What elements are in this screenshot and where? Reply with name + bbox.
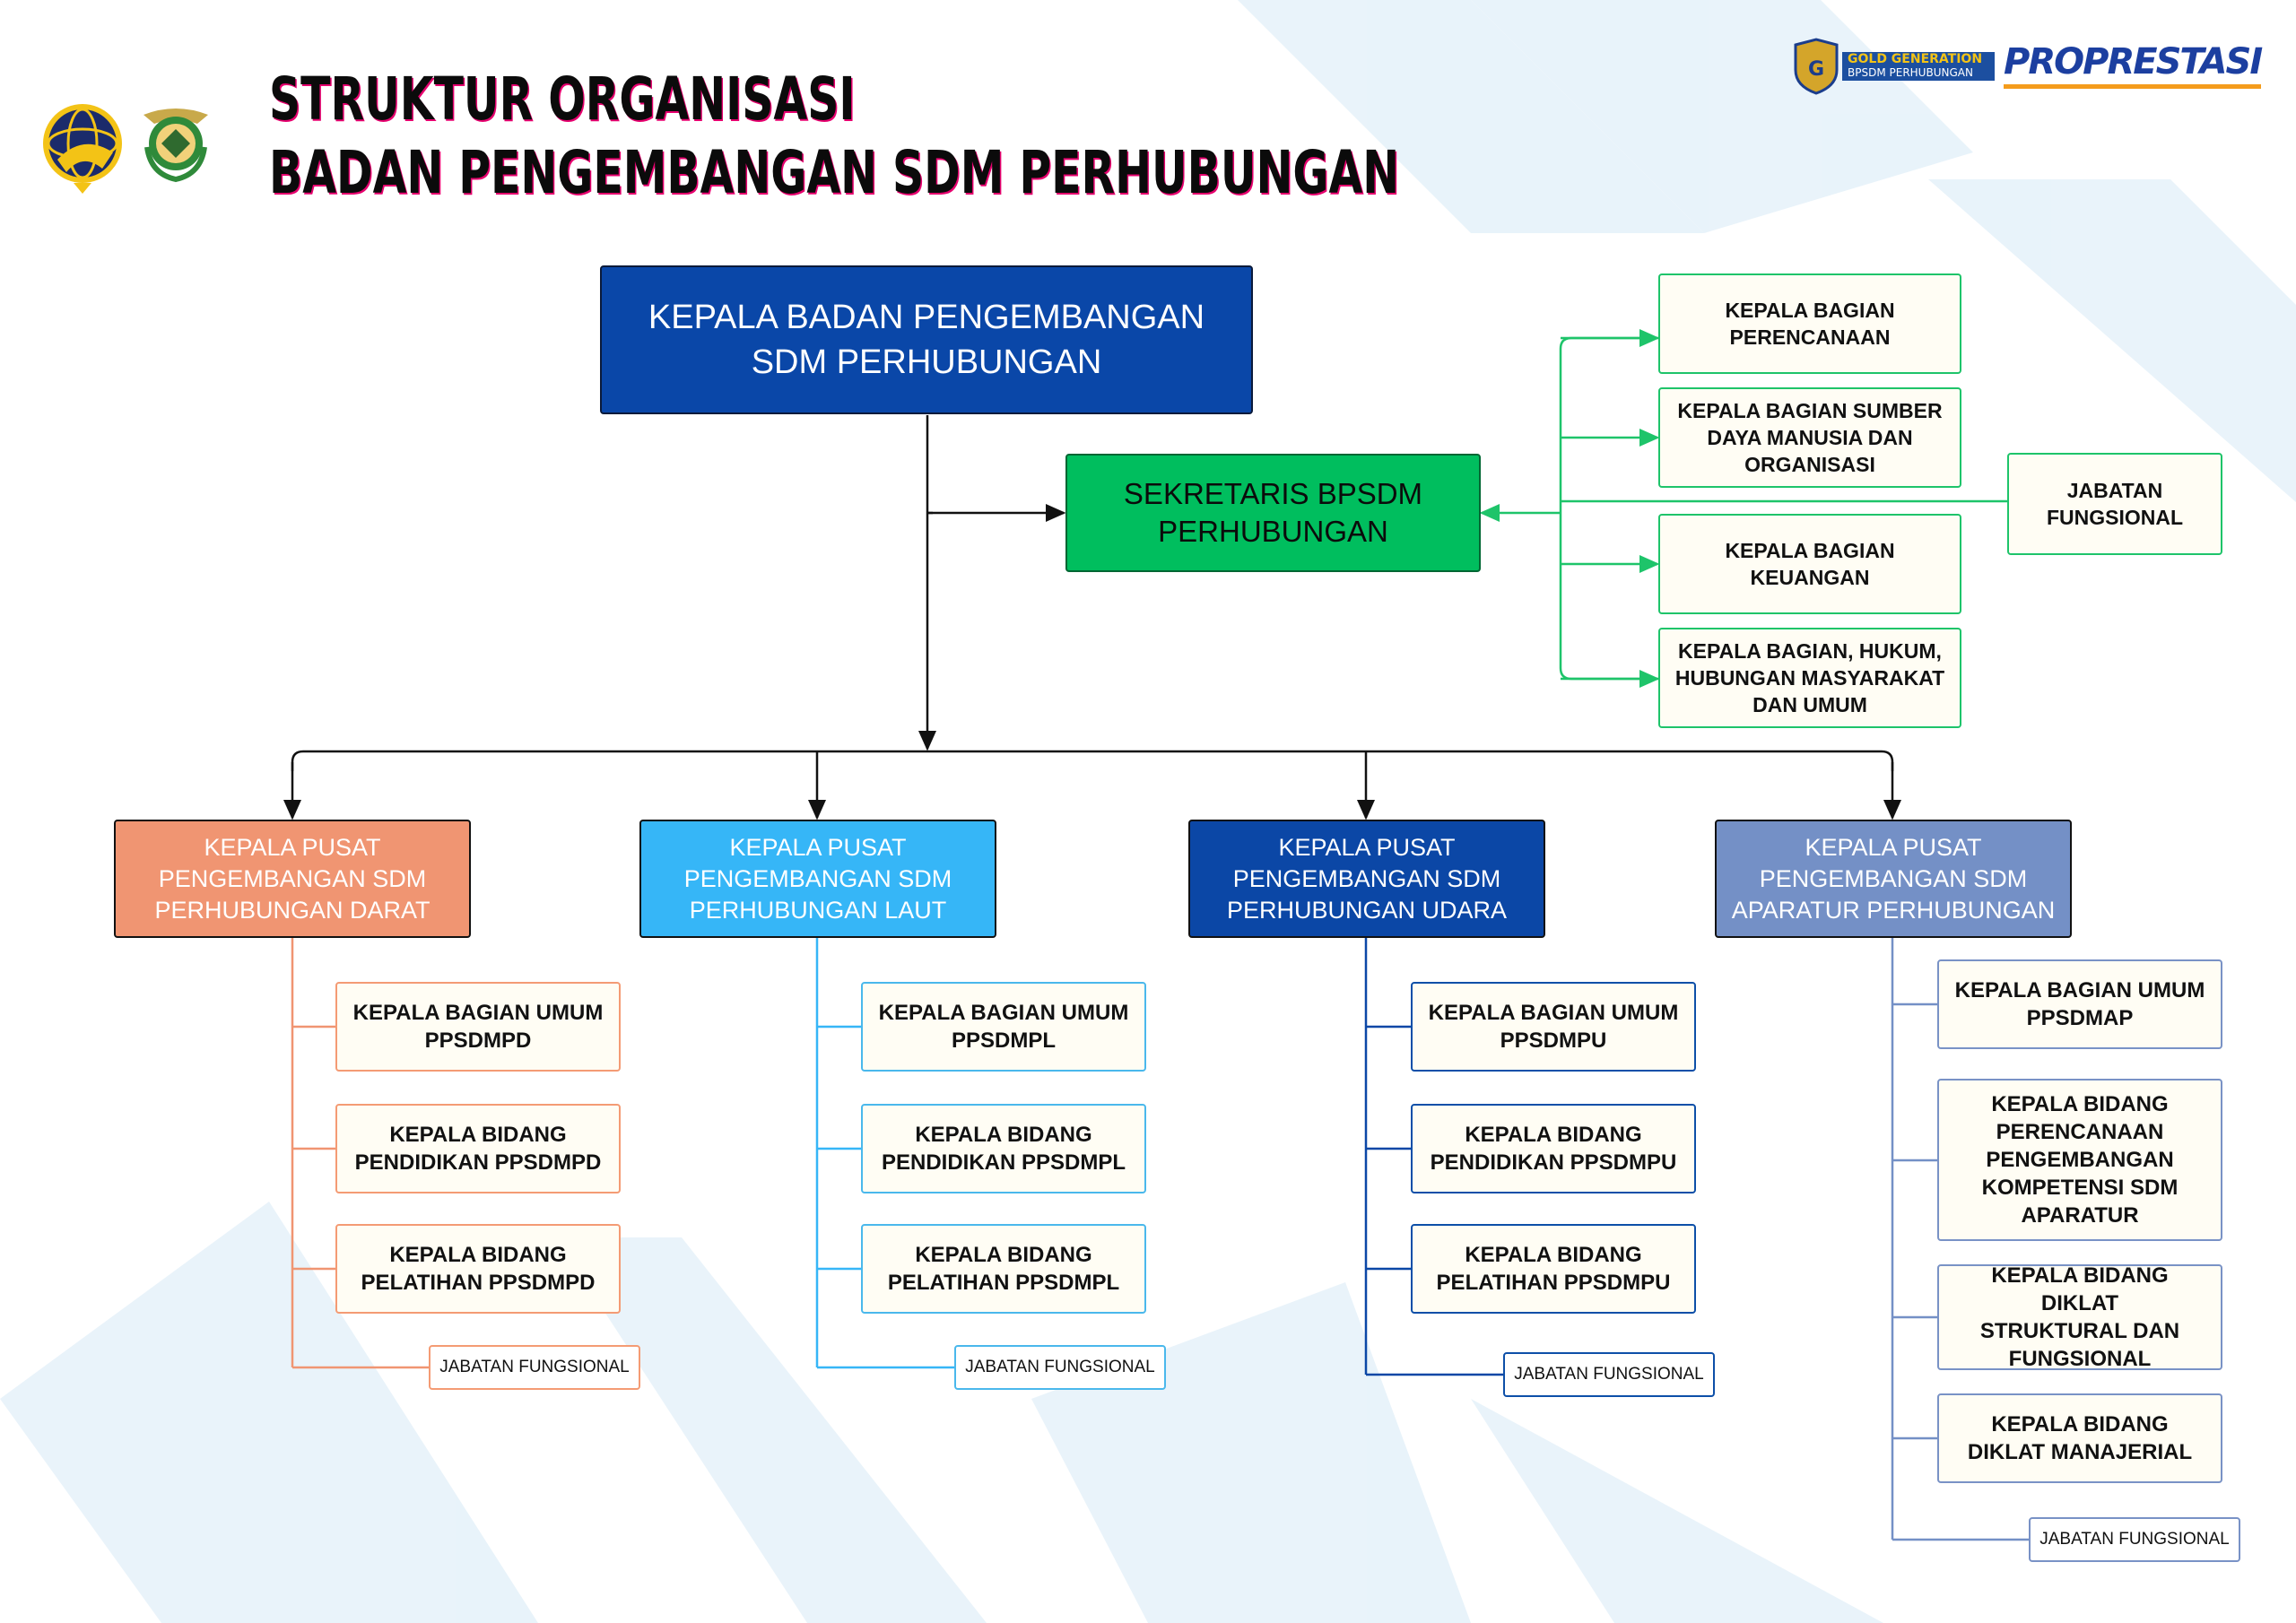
kemenhub-logo [43, 104, 122, 194]
darat-unit-pelatihan: KEPALA BIDANG PELATIHAN PPSDMPD [335, 1224, 621, 1314]
darat-unit-umum: KEPALA BAGIAN UMUM PPSDMPD [335, 982, 621, 1072]
udara-unit-pendidikan: KEPALA BIDANG PENDIDIKAN PPSDMPU [1411, 1104, 1696, 1193]
laut-jabatan-fungsional: JABATAN FUNGSIONAL [954, 1345, 1166, 1390]
aparatur-unit-diklat-struktural: KEPALA BIDANG DIKLAT STRUKTURAL DAN FUNG… [1937, 1263, 2222, 1371]
sekretariat-unit-perencanaan: KEPALA BAGIAN PERENCANAAN [1658, 273, 1961, 374]
unit-label: KEPALA BAGIAN UMUM PPSDMAP [1954, 978, 2205, 1030]
unit-label: KEPALA BAGIAN UMUM PPSDMPU [1428, 1001, 1679, 1053]
gold-generation-logo: G GOLD GENERATION BPSDM PERHUBUNGAN [1792, 38, 1995, 95]
unit-label: KEPALA BIDANG PELATIHAN PPSDMPD [361, 1243, 596, 1295]
aparatur-unit-diklat-manajerial: KEPALA BIDANG DIKLAT MANAJERIAL [1937, 1393, 2222, 1483]
darat-unit-pendidikan: KEPALA BIDANG PENDIDIKAN PPSDMPD [335, 1104, 621, 1193]
unit-label: KEPALA BIDANG PELATIHAN PPSDMPL [887, 1243, 1120, 1295]
jabatan-fungsional-label: JABATAN FUNGSIONAL [439, 1357, 630, 1376]
head-box: KEPALA BADAN PENGEMBANGAN SDM PERHUBUNGA… [600, 265, 1253, 414]
sekretariat-unit-label: KEPALA BAGIAN, HUKUM, HUBUNGAN MASYARAKA… [1674, 639, 1945, 716]
laut-unit-pelatihan: KEPALA BIDANG PELATIHAN PPSDMPL [861, 1224, 1146, 1314]
pusat-label: KEPALA PUSAT PENGEMBANGAN SDM PERHUBUNGA… [683, 833, 952, 924]
pusat-laut-box: KEPALA PUSAT PENGEMBANGAN SDM PERHUBUNGA… [639, 820, 996, 938]
unit-label: KEPALA BIDANG PENDIDIKAN PPSDMPD [354, 1123, 602, 1175]
gg-shield-icon: G [1794, 38, 1839, 95]
sekretariat-unit-keuangan: KEPALA BAGIAN KEUANGAN [1658, 514, 1961, 614]
pusat-udara-box: KEPALA PUSAT PENGEMBANGAN SDM PERHUBUNGA… [1188, 820, 1545, 938]
sekretaris-label: SEKRETARIS BPSDM PERHUBUNGAN [1123, 477, 1423, 548]
title-line-2: BADAN PENGEMBANGAN SDM PERHUBUNGAN [269, 138, 1400, 207]
unit-label: KEPALA BIDANG PENDIDIKAN PPSDMPL [881, 1123, 1126, 1175]
aparatur-unit-perencanaan: KEPALA BIDANG PERENCANAAN PENGEMBANGAN K… [1937, 1079, 2222, 1241]
pusat-bus-line [291, 750, 1894, 771]
unit-label: KEPALA BAGIAN UMUM PPSDMPL [878, 1001, 1129, 1053]
head-label: KEPALA BADAN PENGEMBANGAN SDM PERHUBUNGA… [648, 299, 1205, 381]
svg-text:G: G [1808, 58, 1824, 81]
pusat-label: KEPALA PUSAT PENGEMBANGAN SDM PERHUBUNGA… [154, 833, 430, 924]
unit-label: KEPALA BIDANG DIKLAT MANAJERIAL [1967, 1412, 2193, 1464]
jabatan-fungsional-label: JABATAN FUNGSIONAL [965, 1357, 1155, 1376]
pusat-aparatur-box: KEPALA PUSAT PENGEMBANGAN SDM APARATUR P… [1715, 820, 2072, 938]
sekretariat-unit-label: KEPALA BAGIAN SUMBER DAYA MANUSIA DAN OR… [1677, 399, 1943, 476]
jabatan-fungsional-label: JABATAN FUNGSIONAL [2039, 1529, 2230, 1549]
brand-bpsdm: BPSDM PERHUBUNGAN [1848, 66, 1973, 79]
pusat-label: KEPALA PUSAT PENGEMBANGAN SDM APARATUR P… [1731, 833, 2056, 924]
sekretariat-jabatan-fungsional: JABATAN FUNGSIONAL [2007, 453, 2222, 555]
sekretariat-unit-hukum: KEPALA BAGIAN, HUKUM, HUBUNGAN MASYARAKA… [1658, 628, 1961, 728]
unit-label: KEPALA BIDANG DIKLAT STRUKTURAL DAN FUNG… [1979, 1263, 2180, 1371]
laut-unit-umum: KEPALA BAGIAN UMUM PPSDMPL [861, 982, 1146, 1072]
proprestasi-logo: PROPRESTASI [2004, 39, 2263, 89]
sekretariat-unit-label: KEPALA BAGIAN PERENCANAAN [1725, 299, 1895, 349]
brand-gold-generation: GOLD GENERATION [1848, 52, 1983, 66]
pusat-label: KEPALA PUSAT PENGEMBANGAN SDM PERHUBUNGA… [1226, 833, 1508, 924]
unit-label: KEPALA BIDANG PERENCANAAN PENGEMBANGAN K… [1981, 1092, 2179, 1228]
bpsdm-emblem [144, 108, 208, 183]
aparatur-unit-umum: KEPALA BAGIAN UMUM PPSDMAP [1937, 959, 2222, 1049]
sekretariat-unit-label: KEPALA BAGIAN KEUANGAN [1725, 539, 1895, 589]
udara-unit-umum: KEPALA BAGIAN UMUM PPSDMPU [1411, 982, 1696, 1072]
sekretariat-unit-sdm: KEPALA BAGIAN SUMBER DAYA MANUSIA DAN OR… [1658, 387, 1961, 488]
title-line-1: STRUKTUR ORGANISASI [269, 65, 856, 134]
aparatur-jabatan-fungsional: JABATAN FUNGSIONAL [2029, 1517, 2240, 1562]
jabatan-fungsional-label: JABATAN FUNGSIONAL [1514, 1364, 1704, 1384]
udara-jabatan-fungsional: JABATAN FUNGSIONAL [1503, 1352, 1715, 1397]
unit-label: KEPALA BAGIAN UMUM PPSDMPD [352, 1001, 604, 1053]
darat-jabatan-fungsional: JABATAN FUNGSIONAL [429, 1345, 640, 1390]
pusat-darat-box: KEPALA PUSAT PENGEMBANGAN SDM PERHUBUNGA… [114, 820, 471, 938]
unit-label: KEPALA BIDANG PELATIHAN PPSDMPU [1436, 1243, 1671, 1295]
unit-label: KEPALA BIDANG PENDIDIKAN PPSDMPU [1430, 1123, 1677, 1175]
jabatan-fungsional-label: JABATAN FUNGSIONAL [2046, 479, 2184, 529]
sekretaris-box: SEKRETARIS BPSDM PERHUBUNGAN [1065, 454, 1481, 572]
laut-unit-pendidikan: KEPALA BIDANG PENDIDIKAN PPSDMPL [861, 1104, 1146, 1193]
udara-unit-pelatihan: KEPALA BIDANG PELATIHAN PPSDMPU [1411, 1224, 1696, 1314]
page-title: STRUKTUR ORGANISASI BADAN PENGEMBANGAN S… [269, 63, 1399, 210]
